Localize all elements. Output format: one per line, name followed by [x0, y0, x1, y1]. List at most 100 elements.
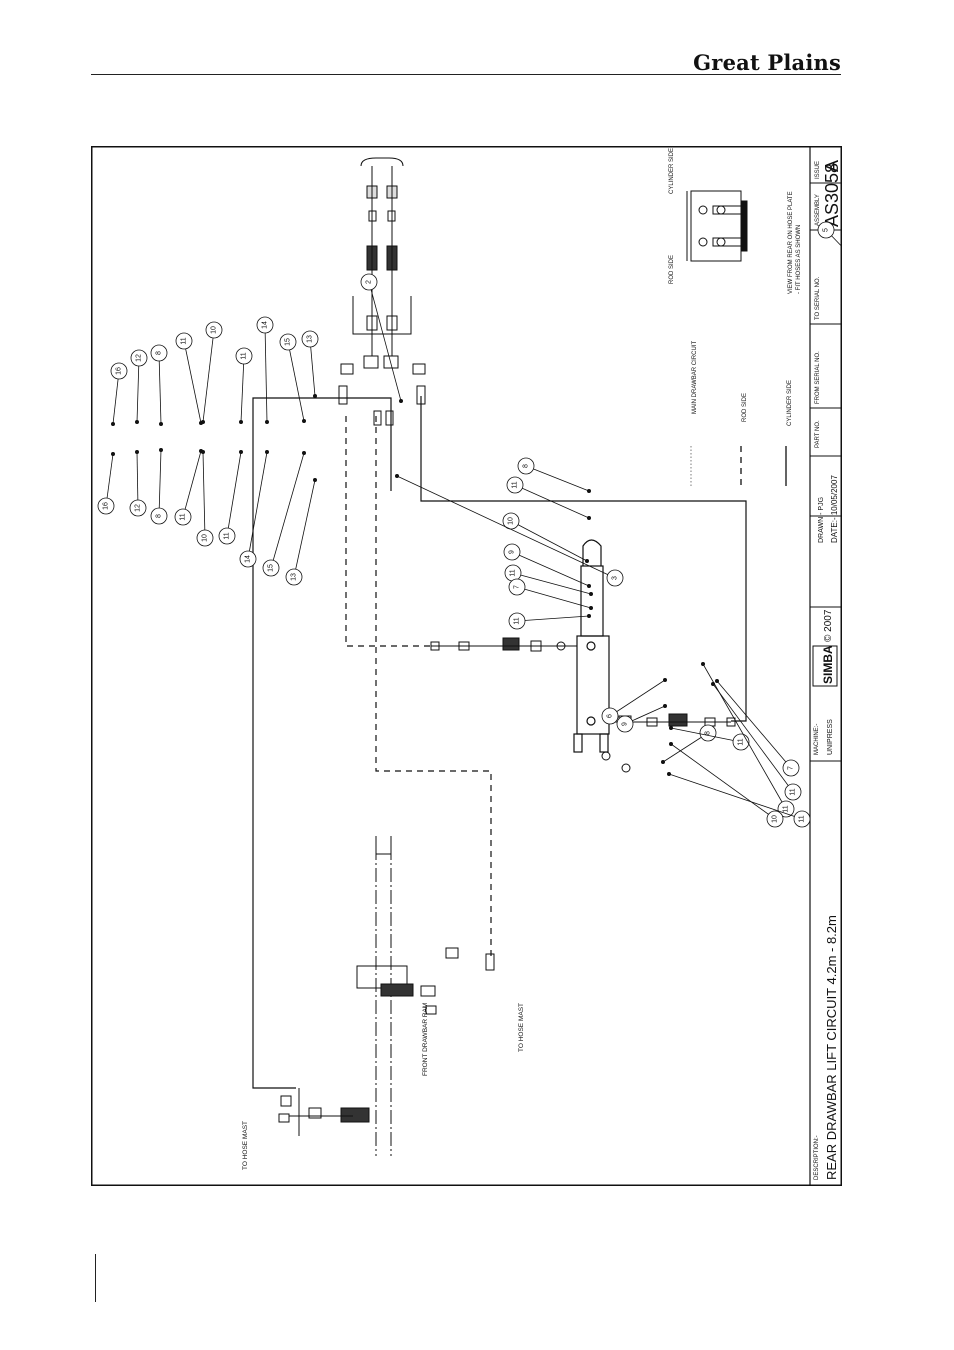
- callout-pointer: [312, 393, 317, 398]
- callout-balloon: [508, 578, 526, 596]
- callout-pointer: [135, 449, 140, 454]
- callout-pointer: [301, 450, 306, 455]
- callout-balloon: [784, 783, 802, 801]
- hose-plate-cylinder-side: CYLINDER SIDE: [669, 148, 675, 194]
- view-note-line-2: - FIT HOSES AS SHOWN: [796, 225, 802, 294]
- callout-pointer: [667, 772, 672, 777]
- callout-number: 8: [523, 464, 530, 468]
- callout-number: 11: [224, 532, 231, 539]
- hose-lines: [252, 396, 747, 1089]
- callout-balloon: [508, 612, 526, 630]
- callout-number: 6: [607, 714, 614, 718]
- callout-pointer: [159, 421, 164, 426]
- hydraulic-circuit-drawing: DESCRIPTION:- REAR DRAWBAR LIFT CIRCUIT …: [91, 146, 842, 1186]
- callout-balloon: [616, 715, 634, 733]
- simba-logo: SIMBA: [821, 645, 835, 684]
- callout-number: 11: [738, 738, 745, 745]
- drawing-frame: [91, 146, 842, 1186]
- callout-balloon: [601, 707, 619, 725]
- callout-pointer: [701, 662, 706, 667]
- callout-balloon: [360, 273, 378, 291]
- callout-leader: [226, 451, 242, 537]
- front-drawbar-ram-label: FRONT DRAWBAR RAM: [422, 1003, 429, 1076]
- callout-balloon: [97, 497, 115, 515]
- view-note-line-1: VIEW FROM REAR ON HOSE PLATE: [788, 191, 794, 294]
- callout-leader: [136, 357, 140, 423]
- callout-balloon: [777, 800, 795, 818]
- callout-leader: [183, 340, 202, 424]
- callout-number: 7: [514, 585, 521, 589]
- front-drawbar-ram: [278, 836, 495, 1156]
- callout-pointer: [398, 398, 403, 403]
- hose-5: [252, 397, 392, 1089]
- callout-leader: [158, 449, 162, 517]
- to-serial-label: TO SERIAL NO.: [815, 276, 821, 320]
- callout-pointer: [110, 451, 115, 456]
- callout-number: 16: [116, 367, 123, 375]
- callout-balloon: [239, 550, 257, 568]
- hose-2: [345, 416, 431, 647]
- callout-pointer: [586, 488, 591, 493]
- callout-number: 2: [366, 280, 373, 284]
- to-hose-mast-label-2: TO HOSE MAST: [518, 1003, 525, 1052]
- part-no-label: PART NO.: [815, 420, 821, 448]
- callout-leader: [525, 465, 590, 492]
- callout-leader: [264, 324, 268, 423]
- callout-balloon: [301, 330, 319, 348]
- machine-label: MACHINE:-: [814, 724, 820, 755]
- callout-pointer: [586, 613, 591, 618]
- callout-pointer: [669, 726, 674, 731]
- callout-leader: [247, 451, 268, 560]
- callout-pointer: [264, 419, 269, 424]
- callout-balloon: [110, 362, 128, 380]
- callout-number: 8: [705, 731, 712, 735]
- issue-value: A: [822, 160, 842, 172]
- callout-pointer: [715, 679, 720, 684]
- callout-leader: [287, 341, 305, 422]
- callout-number: 11: [512, 481, 519, 488]
- legend-rod-side: ROD SIDE: [742, 393, 748, 422]
- callout-pointer: [238, 419, 243, 424]
- machine-value: UNIPRESS: [827, 719, 834, 755]
- legend-cylinder-side: CYLINDER SIDE: [787, 380, 793, 426]
- issue-label: ISSUE: [815, 161, 821, 179]
- callout-pointer: [588, 591, 593, 596]
- callout-balloon: [235, 347, 253, 365]
- callout-number: 11: [790, 788, 797, 795]
- title-block-text: DESCRIPTION:- REAR DRAWBAR LIFT CIRCUIT …: [812, 160, 842, 1180]
- from-serial-label: FROM SERIAL NO.: [815, 351, 821, 404]
- callout-leader: [670, 727, 742, 743]
- callout-number: 13: [307, 335, 314, 343]
- callout-pointer: [586, 515, 591, 520]
- callout-pointer: [301, 418, 306, 423]
- callout-pointer: [135, 419, 140, 424]
- callout-leader: [270, 452, 305, 569]
- callout-leader: [516, 615, 590, 622]
- callout-leader: [368, 281, 402, 402]
- callout-balloon: [517, 457, 535, 475]
- callout-number: 10: [202, 534, 209, 542]
- callout-pointer: [201, 449, 206, 454]
- callout-leader: [158, 352, 162, 425]
- callout-pointer: [110, 421, 115, 426]
- callout-balloon: [766, 810, 784, 828]
- callout-number: 11: [799, 815, 806, 822]
- callout-leader: [609, 679, 666, 717]
- callout-pointer: [584, 558, 589, 563]
- callout-balloon: [150, 507, 168, 525]
- callout-balloon: [262, 559, 280, 577]
- to-hose-mast-label-1: TO HOSE MAST: [242, 1121, 249, 1170]
- callout-number: 13: [291, 573, 298, 581]
- callout-leader: [514, 484, 590, 519]
- description-label: DESCRIPTION:-: [814, 1135, 820, 1180]
- footer-margin-line: [95, 1254, 96, 1302]
- callout-leader: [112, 370, 120, 425]
- callout-balloon: [606, 569, 624, 587]
- callout-number: 5: [823, 228, 830, 232]
- callout-number: 11: [514, 617, 521, 624]
- assembly-number: AS3058: [822, 163, 842, 227]
- callout-balloon: [506, 476, 524, 494]
- callout-balloon: [793, 810, 811, 828]
- hose-4: [375, 416, 492, 961]
